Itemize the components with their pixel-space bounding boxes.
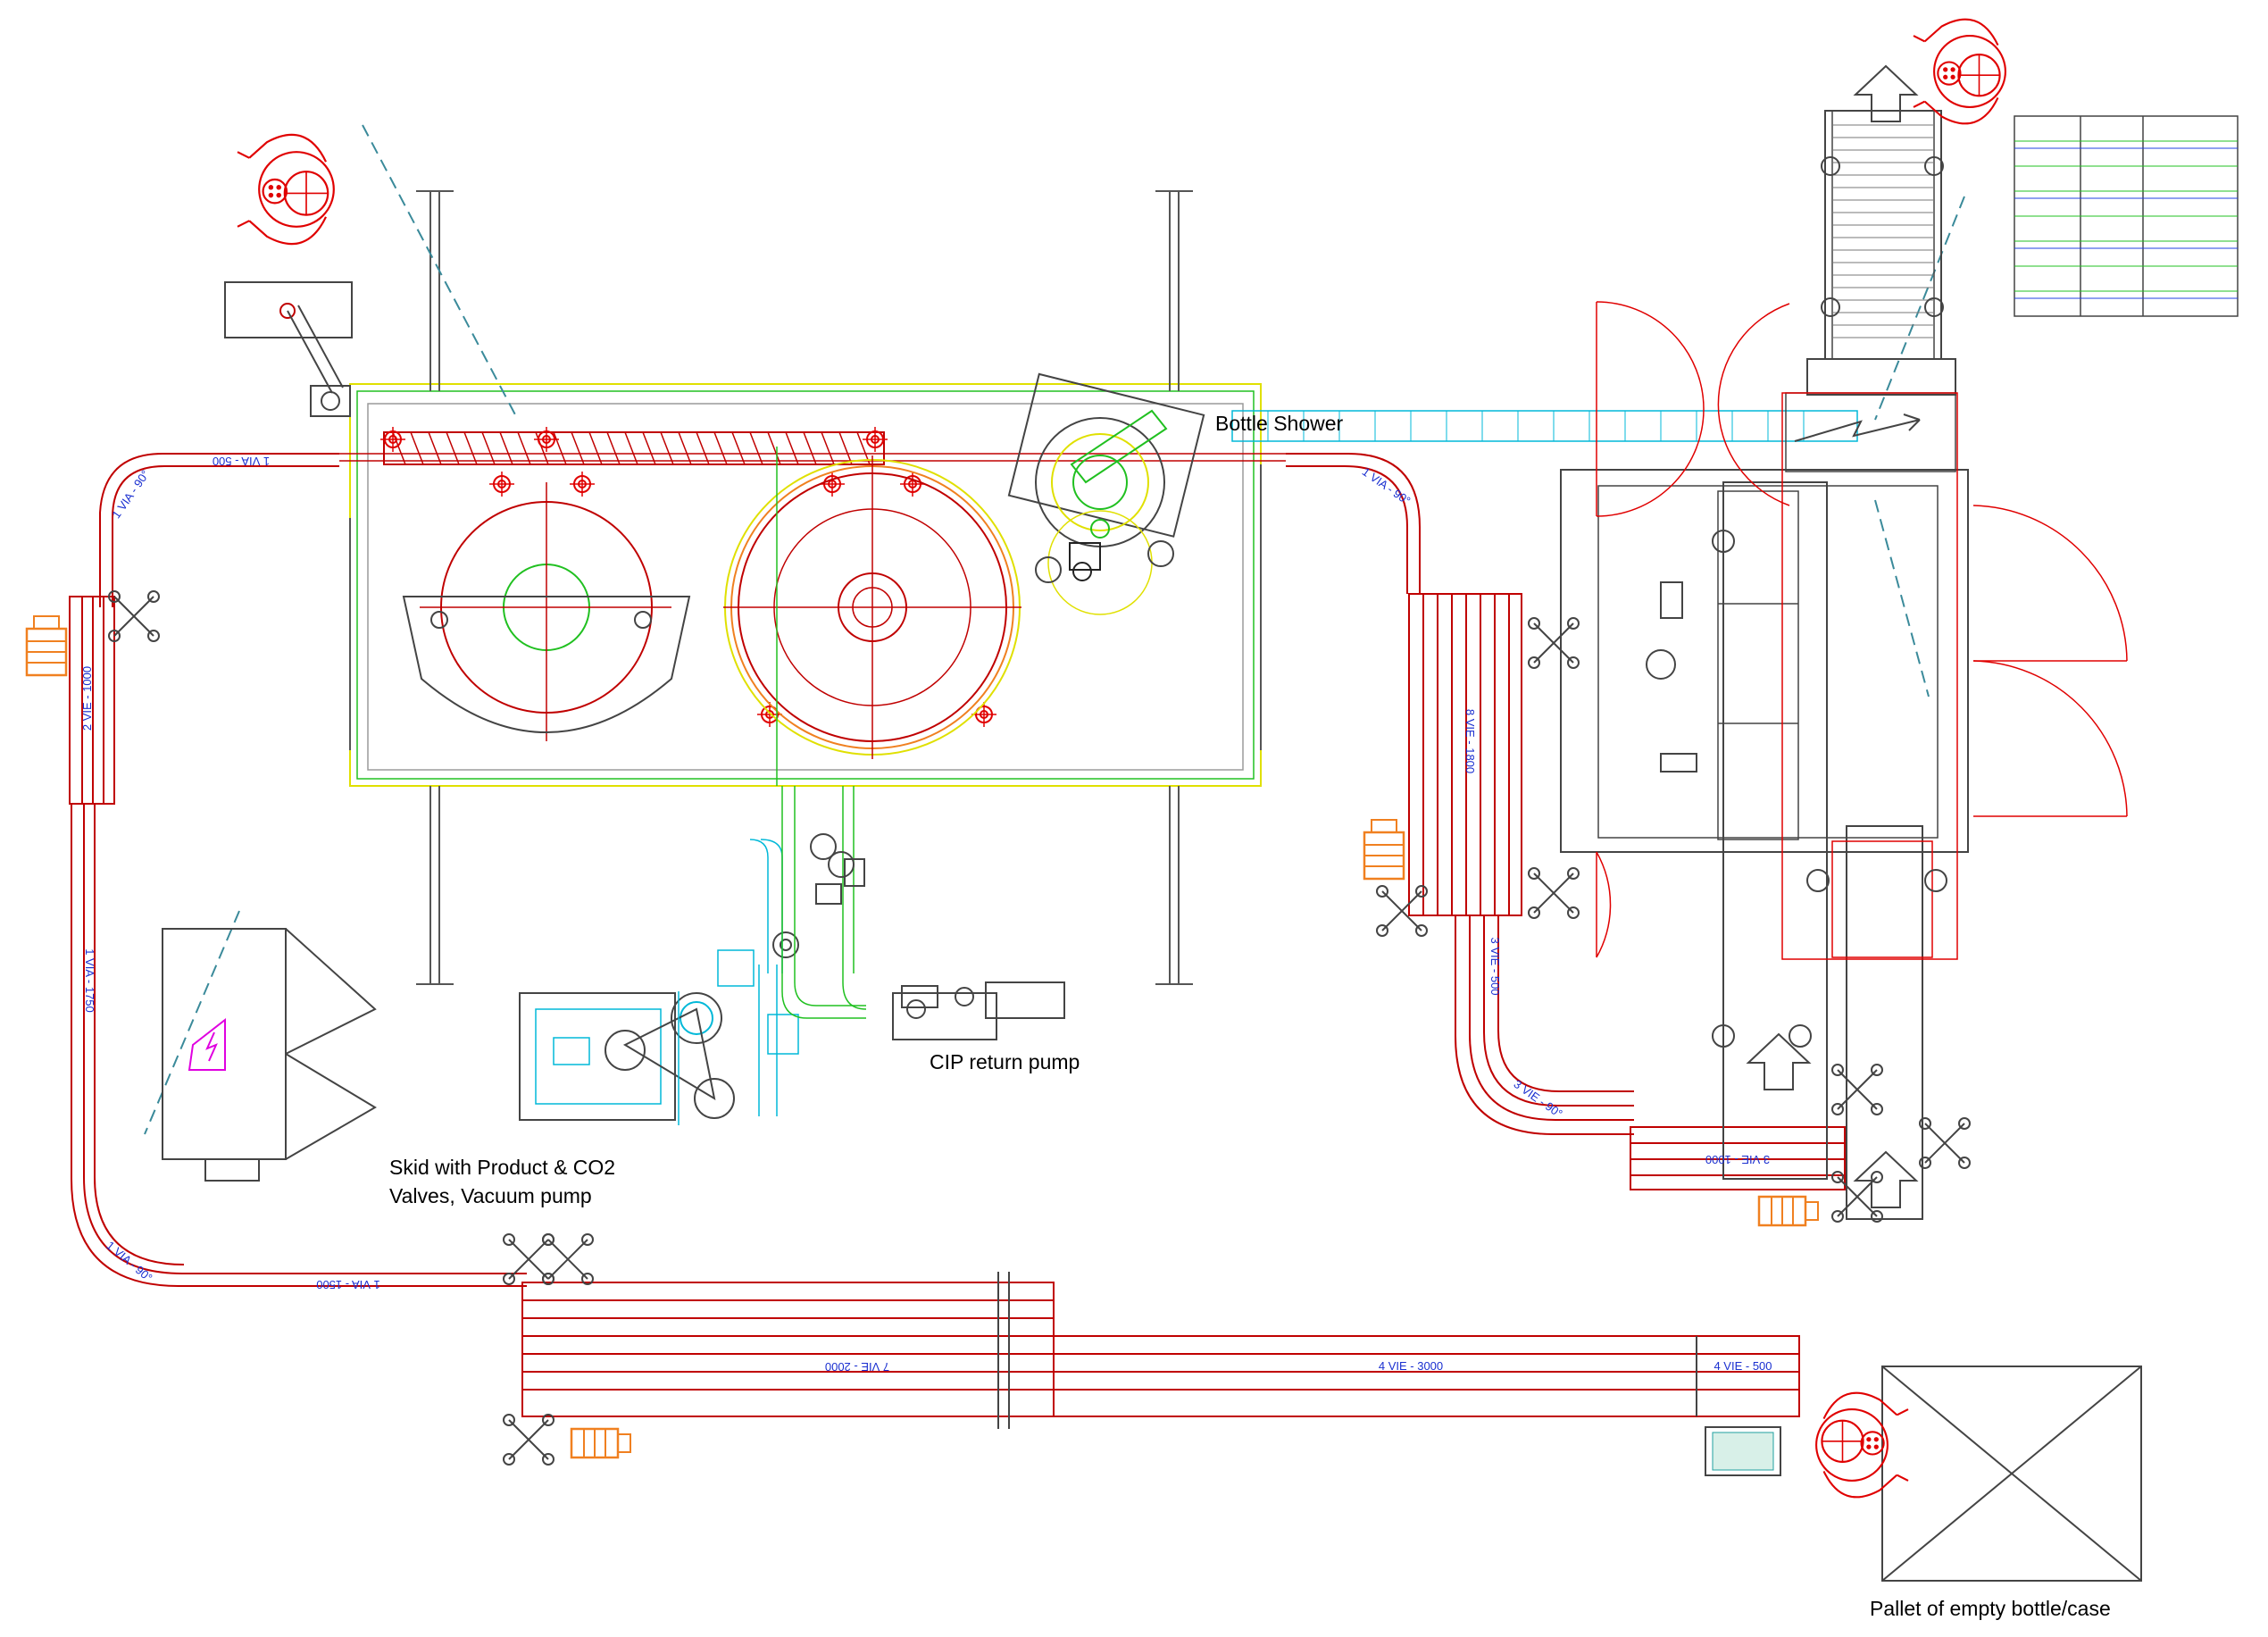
- conveyor-label: 4 VIE - 500: [1714, 1359, 1772, 1373]
- conveyor-stand: [542, 1233, 594, 1285]
- skid-label-line2: Valves, Vacuum pump: [389, 1184, 592, 1207]
- conveyor-label: 8 VIE - 1800: [1463, 709, 1477, 773]
- bottle-shower-tunnel: [1231, 410, 1858, 442]
- drive-motor: [1757, 1195, 1820, 1227]
- conveyor-label: 4 VIE - 3000: [1379, 1359, 1443, 1373]
- conveyor-label: 2 VIE - 1000: [80, 666, 94, 731]
- conveyor-label: 3 VIE - 1000: [1705, 1153, 1770, 1166]
- filler-machine: [224, 190, 1286, 985]
- conveyor-label: 3 VIE - 500: [1488, 937, 1502, 995]
- depalletizer: [1560, 64, 2128, 1208]
- operator-icon: [1815, 1391, 1910, 1499]
- control-panel-screen: [1705, 1426, 1781, 1476]
- conveyor-label: 1 VIA - 1500: [316, 1278, 380, 1291]
- conveyor-label: 1 VIA - 1750: [83, 948, 96, 1013]
- conveyor-network: [69, 453, 1923, 1429]
- conveyor-label: 1 VIA - 90°: [1360, 464, 1413, 507]
- conveyor-stand: [1919, 1117, 1971, 1169]
- pallet-label: Pallet of empty bottle/case: [1870, 1597, 2111, 1620]
- conveyor-stand: [503, 1414, 554, 1466]
- cip-return-pump-label: CIP return pump: [930, 1050, 1080, 1073]
- bottle-shower-label: Bottle Shower: [1215, 412, 1344, 435]
- layer-table: [2014, 115, 2239, 317]
- conveyor-label: 1 VIA - 500: [213, 455, 270, 468]
- skid-label-line1: Skid with Product & CO2: [389, 1156, 616, 1179]
- conveyor-stand: [1376, 885, 1428, 937]
- drive-motor: [1363, 818, 1405, 881]
- operator-icon: [236, 133, 335, 246]
- operator-icon: [1912, 18, 2006, 125]
- conveyor-stand: [108, 590, 160, 642]
- conveyor-label: 7 VIE - 2000: [825, 1360, 889, 1374]
- product-co2-skid: [519, 786, 867, 1125]
- drive-motor: [25, 614, 68, 677]
- conveyor-stand: [1528, 867, 1580, 919]
- cip-return-pump: [892, 981, 1065, 1040]
- conveyor-stand: [1528, 617, 1580, 669]
- control-panel-display: [1712, 1432, 1774, 1471]
- conveyor-labels: 1 VIA - 500 1 VIA - 90° 2 VIE - 1000 1 V…: [80, 455, 1772, 1374]
- pallet-box: [1881, 1366, 2142, 1582]
- electrical-cabinet: [162, 928, 377, 1182]
- conveyor-stand: [1831, 1064, 1883, 1115]
- conveyor-stand: [503, 1233, 554, 1285]
- drive-motor: [570, 1427, 632, 1459]
